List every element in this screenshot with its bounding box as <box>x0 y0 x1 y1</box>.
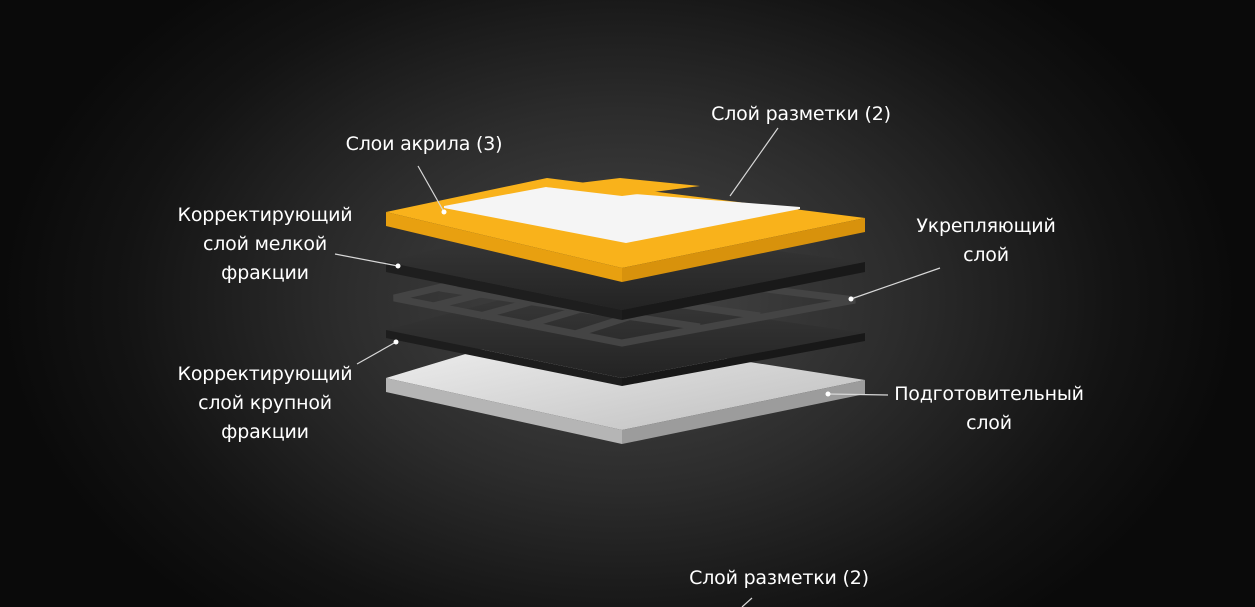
fine-layer-edge <box>386 262 622 320</box>
fine-layer-edge-right <box>622 262 865 320</box>
marking-stripe <box>444 187 800 243</box>
leader-base <box>827 393 889 396</box>
leader-dot <box>393 339 399 345</box>
leader-reinforcing <box>850 267 941 300</box>
leader-marking-repeat <box>741 597 753 607</box>
coarse-layer-edge <box>386 330 622 386</box>
leader-dot <box>395 263 401 269</box>
acrylic-layer <box>386 178 865 282</box>
base-layer-left-edge <box>386 378 622 444</box>
label-acrylic-layers: Слои акрила (3) <box>345 133 503 155</box>
label-coarse-fraction-layer: Корректирующий слой крупной фракции <box>177 363 353 443</box>
marking-gap <box>546 178 700 196</box>
label-marking-layer-repeat: Слой разметки (2) <box>689 567 869 589</box>
label-reinforcing-layer: Укрепляющий слой <box>916 215 1056 266</box>
label-marking-layer: Слой разметки (2) <box>711 103 891 125</box>
leader-dots <box>393 209 854 397</box>
leader-dot <box>825 391 831 397</box>
leader-lines <box>334 127 941 607</box>
acrylic-layer-right-edge <box>622 218 865 282</box>
leader-coarse-fraction <box>356 341 397 365</box>
label-fine-fraction-layer: Корректирующий слой мелкой фракции <box>177 204 353 284</box>
leader-acrylic <box>417 165 445 213</box>
leader-marking <box>729 127 779 197</box>
leader-dot <box>848 296 854 302</box>
leader-fine-fraction <box>334 253 399 267</box>
coarse-layer-edge-right <box>622 333 865 386</box>
label-base-layer: Подготовительный слой <box>894 383 1084 434</box>
leader-dot <box>441 209 447 215</box>
base-layer-right-edge <box>622 380 865 444</box>
acrylic-layer-left-edge <box>386 212 622 282</box>
